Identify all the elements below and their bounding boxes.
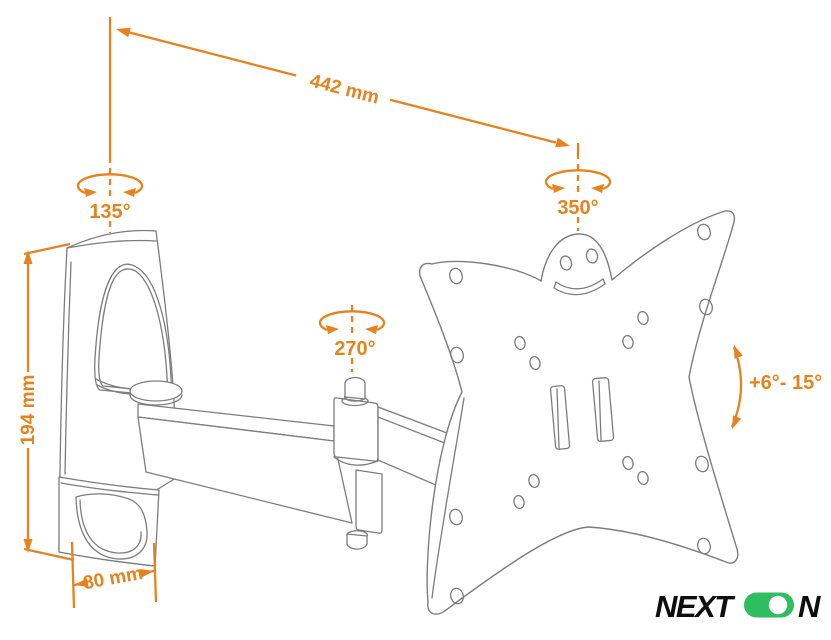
elbow-bottom-pin [346,530,368,550]
arrowhead-right [555,137,570,148]
vesa-plate-outline [418,210,739,615]
elbow-joint [333,376,383,550]
tilt-range-label: +6°- 15° [749,372,822,394]
arrowhead-right [139,569,154,578]
rotation-arrow-icon [544,169,612,191]
dimension-80mm-label: 80 mm [82,563,145,594]
swivel-350-label: 350° [557,197,598,219]
smiley-right-eye [585,248,599,264]
arrowhead-down [732,415,742,429]
toggle-icon [744,592,794,618]
bracket-swivel-disc [129,380,183,406]
plate-wing-holes [449,223,713,605]
rotation-arrow-icon [318,310,386,332]
smiley-face [553,248,606,296]
elbow-upper-block [333,397,379,462]
logo-text-next: NEXT [655,589,736,624]
swivel-270-annotation: 270° [318,305,386,372]
arrowhead-left [74,578,89,587]
tilt-range-annotation: +6°- 15° [730,345,822,429]
dimension-194mm: 194 mm [18,242,75,562]
logo-text-n: N [798,589,821,624]
rotation-arrow-icon [76,173,144,195]
nexton-logo: NEXT N [655,589,823,624]
dimension-442mm: 442 mm [108,17,580,163]
swivel-270-label: 270° [334,338,375,360]
swivel-135-annotation: 135° [76,168,144,233]
dimension-442mm-label: 442 mm [307,71,381,109]
arrowhead-up [734,345,743,359]
arrowhead-up [23,250,33,264]
plate-inner-holes [513,310,649,510]
wall-bracket-foot [58,476,160,567]
plate-center-slots [549,377,615,450]
tilt-arc-icon [730,346,743,428]
smiley-mouth [553,278,606,296]
elbow-top-pin [344,376,366,402]
swivel-135-label: 135° [89,201,130,223]
swivel-350-annotation: 350° [544,164,612,231]
smiley-left-eye [559,255,573,271]
arrowhead-down [23,539,33,553]
dimension-194mm-label: 194 mm [18,375,39,446]
arm-segment-1 [137,403,353,524]
elbow-lower-block [355,469,383,534]
vesa-plate [418,210,739,615]
arrowhead-left [116,27,131,38]
